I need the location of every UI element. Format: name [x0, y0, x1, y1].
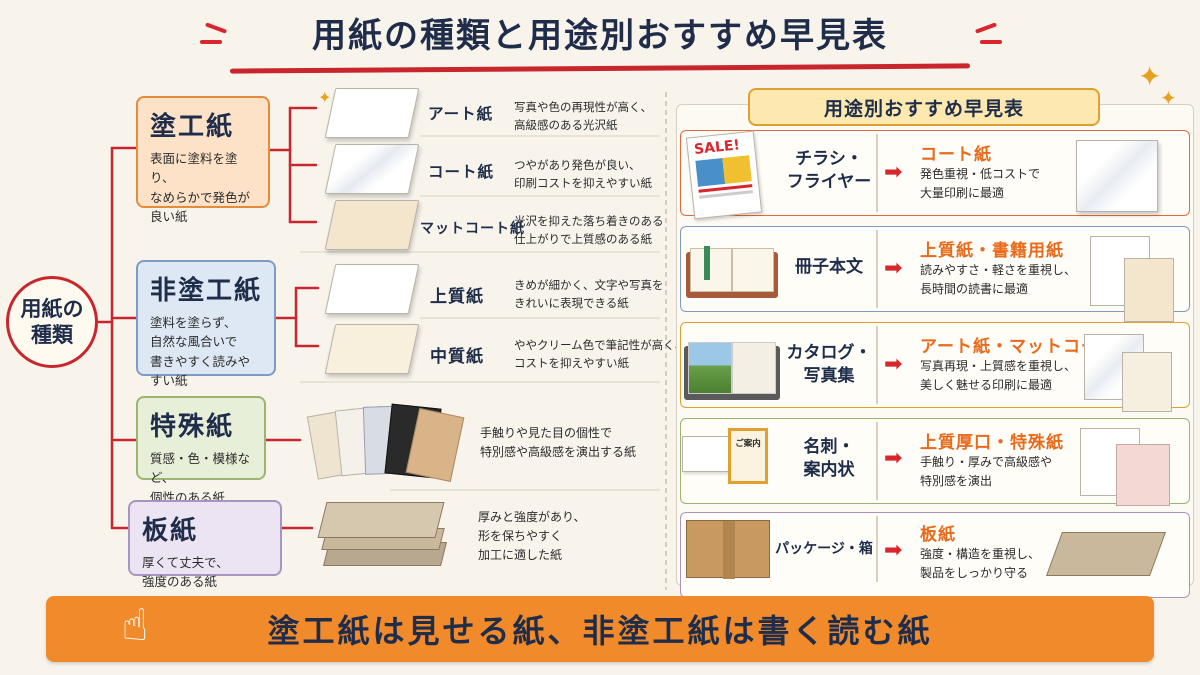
- paper-name: アート紙: [428, 105, 494, 123]
- invitation-text: ご案内: [735, 439, 761, 449]
- photo-page: [732, 342, 776, 394]
- usage-label: 名刺・案内状: [803, 437, 855, 480]
- sparkle-icon: ✦: [318, 88, 332, 107]
- box-tape: [723, 521, 735, 579]
- flyer-icon: SALE!: [685, 130, 763, 220]
- bookmark: [704, 246, 710, 280]
- rec-paper-name: コート紙: [920, 145, 992, 165]
- board-sample: [1045, 532, 1167, 576]
- rec-paper-name: アート紙・マットコート: [920, 337, 1117, 357]
- paper-desc: きめが細かく、文字や写真をきれいに表現できる紙: [514, 278, 664, 311]
- rec-paper-name: 板紙: [920, 525, 956, 545]
- paper-name: コート紙: [428, 163, 495, 181]
- category-desc: 厚くて丈夫で、: [142, 555, 229, 570]
- category-board: 板紙 厚くて丈夫で、強度のある紙: [128, 500, 282, 589]
- paper-name: マットコート紙: [420, 221, 525, 237]
- paper-name: 上質紙: [430, 287, 484, 307]
- board-stack: [317, 498, 450, 574]
- arrow-right-icon: ➡: [884, 160, 903, 185]
- rec-desc: 写真再現・上質感を重視し、美しく魅せる印刷に最適: [920, 359, 1077, 393]
- rec-paper-name: 上質紙・書籍用紙: [920, 241, 1064, 261]
- usage-label: 冊子本文: [795, 257, 863, 277]
- paper-desc: ややクリーム色で筆記性が高く、コストを抑えやすい紙: [514, 338, 687, 371]
- row-divider: [876, 516, 878, 582]
- recommendation: アート紙・マットコート 写真再現・上質感を重視し、美しく魅せる印刷に最適: [920, 332, 1117, 395]
- matte-coat-paper-sample: [324, 200, 420, 250]
- board-layer: [317, 502, 445, 538]
- arrow-right-icon: ➡: [884, 256, 903, 281]
- flyer-image: [695, 155, 752, 187]
- coat-paper-sample: [324, 144, 420, 194]
- rec-desc: 発色重視・低コストで大量印刷に最適: [920, 167, 1041, 201]
- category-desc: 塗料を塗らず、: [150, 315, 237, 330]
- usage-label: カタログ・写真集: [786, 343, 872, 386]
- tree-connectors: [96, 92, 667, 590]
- arrow-right-icon: ➡: [884, 446, 903, 471]
- special-paper-stack: [306, 402, 465, 486]
- category-coated: 塗工紙 表面に塗料を塗り、なめらかで発色が良い紙: [136, 96, 270, 224]
- matte-sample: [1122, 352, 1172, 412]
- rec-desc: 読みやすさ・軽さを重視し、長時間の読書に最適: [920, 263, 1077, 297]
- arrow-right-icon: ➡: [884, 352, 903, 377]
- book-page: [732, 248, 774, 292]
- rec-desc: 手触り・厚みで高級感や特別感を演出: [920, 455, 1053, 489]
- recommendation: 上質紙・書籍用紙 読みやすさ・軽さを重視し、長時間の読書に最適: [920, 236, 1076, 299]
- paper-name: 中質紙: [430, 347, 484, 367]
- special-sample: [1116, 444, 1170, 506]
- accent-dash: [200, 40, 222, 44]
- category-special: 特殊紙 質感・色・模様など、個性のある紙: [136, 396, 266, 505]
- board-desc: 厚みと強度があり、形を保ちやすく加工に適した紙: [478, 510, 586, 563]
- woodfree-paper-sample: [324, 264, 420, 314]
- rec-paper-name: 上質厚口・特殊紙: [920, 433, 1064, 453]
- paper-desc: 写真や色の再現性が高く、高級感のある光沢紙: [514, 100, 652, 133]
- page-title: 用紙の種類と用途別おすすめ早見表: [312, 16, 888, 56]
- flyer-sale-text: SALE!: [693, 137, 741, 158]
- business-card-icon: [682, 436, 732, 472]
- right-heading: 用途別おすすめ早見表: [748, 88, 1100, 126]
- open-book-icon: [686, 246, 778, 298]
- rec-desc: 強度・構造を重視し、製品をしっかり守る: [920, 547, 1041, 581]
- category-title: 特殊紙: [150, 412, 235, 442]
- paper-desc: つやがあり発色が良い、印刷コストを抑えやすい紙: [514, 158, 652, 191]
- arrow-right-icon: ➡: [884, 538, 903, 563]
- category-desc: 表面に塗料を塗り、: [150, 151, 238, 186]
- special-desc: 手触りや見た目の個性で特別感や高級感を演出する紙: [480, 426, 637, 460]
- category-desc: 自然な風合いで: [150, 334, 238, 350]
- category-title: 板紙: [142, 516, 199, 546]
- root-node: 用紙の種類: [6, 276, 98, 368]
- category-desc: 書きやすく読みやすい紙: [150, 353, 251, 389]
- art-paper-sample: [324, 88, 420, 138]
- usage-label: パッケージ・箱: [775, 541, 873, 557]
- invitation-card-icon: ご案内: [728, 428, 768, 484]
- category-uncoated: 非塗工紙 塗料を塗らず、自然な風合いで書きやすく読みやすい紙: [136, 260, 276, 388]
- paper-desc: 光沢を抑えた落ち着きのある仕上がりで上質感のある紙: [514, 214, 664, 247]
- coat-sample: [1076, 140, 1158, 212]
- book-paper-sample: [1124, 258, 1174, 322]
- cardboard-box-icon: [686, 520, 770, 579]
- recommendation: 板紙 強度・構造を重視し、製品をしっかり守る: [920, 520, 1040, 583]
- sparkle-icon: ✦: [1138, 60, 1162, 93]
- mid-grade-paper-sample: [324, 324, 420, 374]
- book-page: [690, 248, 732, 292]
- usage-label: チラシ・フライヤー: [786, 149, 872, 192]
- category-desc: なめらかで発色が良い紙: [150, 189, 251, 225]
- summary-banner: 塗工紙は見せる紙、非塗工紙は書く読む紙: [46, 596, 1154, 662]
- row-divider: [876, 326, 878, 404]
- category-title: 塗工紙: [150, 112, 235, 142]
- photo-page: [688, 342, 732, 394]
- root-label-1: 用紙の: [20, 296, 84, 321]
- recommendation: 上質厚口・特殊紙 手触り・厚みで高級感や特別感を演出: [920, 428, 1064, 491]
- category-desc: 強度のある紙: [142, 574, 218, 590]
- pointing-hand-icon: ☝: [121, 600, 149, 651]
- category-title: 非塗工紙: [150, 276, 263, 306]
- row-divider: [876, 230, 878, 308]
- root-label-2: 種類: [31, 323, 73, 347]
- recommendation: コート紙 発色重視・低コストで大量印刷に最適: [920, 140, 1040, 203]
- photo-book-icon: [684, 342, 780, 402]
- accent-dash: [980, 40, 1002, 44]
- row-divider: [876, 422, 878, 500]
- category-desc: 質感・色・模様など、: [150, 451, 251, 486]
- row-divider: [876, 134, 878, 212]
